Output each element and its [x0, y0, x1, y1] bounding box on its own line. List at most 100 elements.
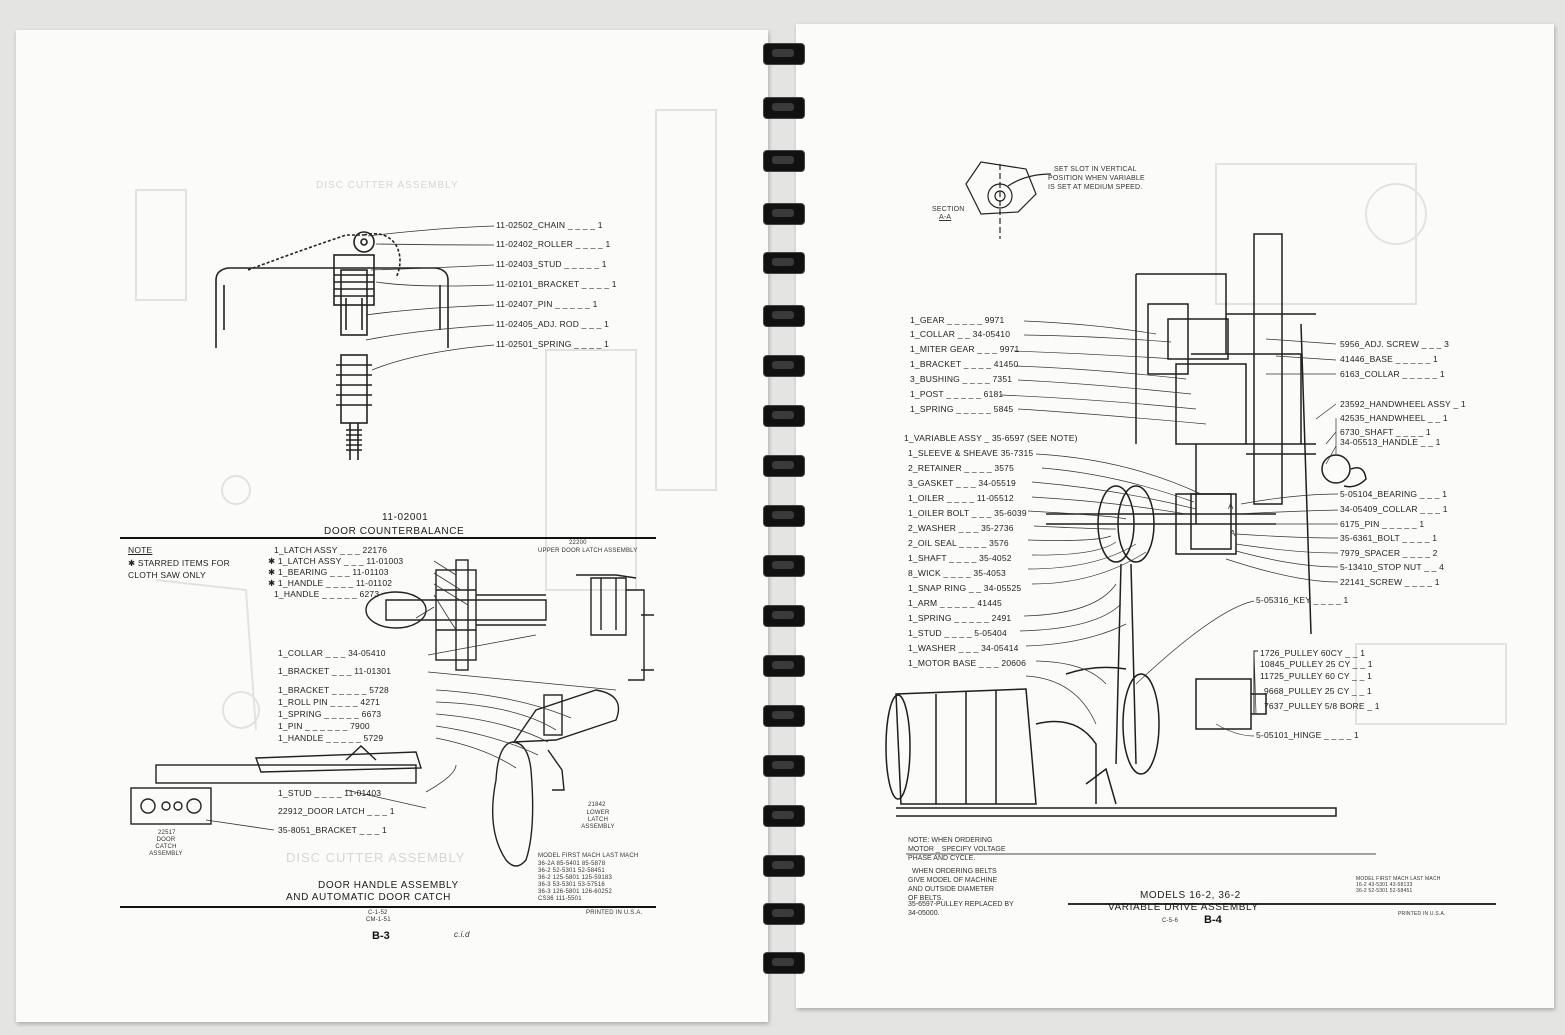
page-number: B-3 [372, 930, 390, 942]
handwritten-mark: c.i.d [454, 930, 470, 939]
part-label: ✱ 1_LATCH ASSY _ _ _ 11-01003 [268, 556, 404, 566]
model-row: 36-2 52-5301 52-58451 [538, 868, 605, 874]
binding-ring [763, 455, 805, 477]
note-line: MOTOR _ SPECIFY VOLTAGE [908, 846, 1006, 853]
part-label: 22141_SCREW _ _ _ _ 1 [1340, 577, 1440, 587]
section-label: SECTION [932, 206, 965, 213]
part-label: 1_SLEEVE & SHEAVE 35-7315 [908, 448, 1034, 458]
model-row: 36-2A 85-5401 85-5878 [538, 861, 606, 867]
left-page-b3: DISC CUTTER ASSEMBLY DISC CUTTER ASSEMBL… [16, 30, 768, 1022]
part-label: 35-6361_BOLT _ _ _ _ 1 [1340, 533, 1438, 543]
binding-ring [763, 903, 805, 925]
part-label: 1_COLLAR _ _ _ 34-05410 [278, 648, 386, 658]
page-title-line2: VARIABLE DRIVE ASSEMBLY [1108, 902, 1259, 913]
model-row: 16-2 43-5301 43-58133 [1356, 882, 1413, 888]
part-label: 5956_ADJ. SCREW _ _ _ 3 [1340, 339, 1450, 349]
binding-ring [763, 605, 805, 627]
part-label: 34-05513_HANDLE _ _ 1 [1340, 437, 1441, 447]
model-row: CS36 111-5501 [538, 896, 582, 902]
right-drawing [885, 161, 1507, 905]
model-row: 36-3 53-5301 53-57516 [538, 882, 605, 888]
printed-label: PRINTED IN U.S.A. [1398, 911, 1446, 917]
part-label: 1_SPRING _ _ _ _ _ 5845 [910, 404, 1014, 414]
part-label: 5-05104_BEARING _ _ _ 1 [1340, 489, 1448, 499]
printed-label: PRINTED IN U.S.A. [586, 910, 643, 916]
part-label: 5-05316_KEY _ _ _ _ 1 [1256, 595, 1349, 605]
part-label: 1_BRACKET _ _ _ 11-01301 [278, 666, 392, 676]
part-label: 2_OIL SEAL _ _ _ _ 3576 [908, 538, 1009, 548]
ghost-text: DISC CUTTER ASSEMBLY [316, 180, 459, 191]
part-label: 5-05101_HINGE _ _ _ _ 1 [1256, 730, 1359, 740]
model-header: MODEL FIRST MACH LAST MACH [1356, 876, 1441, 882]
part-label: 34-05409_COLLAR _ _ _ 1 [1340, 504, 1448, 514]
part-label: 1_STUD _ _ _ _ 5-05404 [908, 628, 1007, 638]
drawing-code: C-5-6 [1162, 918, 1179, 924]
binding-ring [763, 305, 805, 327]
part-label: 1_PIN _ _ _ _ _ _ 7900 [278, 721, 370, 731]
part-label: ✱ 1_BEARING _ _ _ 11-01103 [268, 567, 389, 577]
door-catch-code: 22517 [158, 830, 176, 836]
part-label: 11-02402_ROLLER _ _ _ _ 1 [496, 239, 611, 249]
part-label: 23592_HANDWHEEL ASSY _ 1 [1340, 399, 1466, 409]
binding-ring [763, 355, 805, 377]
note-line: AND OUTSIDE DIAMETER [908, 886, 994, 893]
part-label: 42535_HANDWHEEL _ _ 1 [1340, 413, 1448, 423]
part-label: 1_ROLL PIN _ _ _ _ 4271 [278, 697, 381, 707]
binding-ring [763, 952, 805, 974]
part-label: 1_SNAP RING _ _ 34-05525 [908, 583, 1022, 593]
part-label: 1_STUD _ _ _ _ 11-01403 [278, 788, 382, 798]
part-label: 1_SPRING _ _ _ _ _ 6673 [278, 709, 382, 719]
note-line: WHEN ORDERING BELTS [912, 868, 997, 875]
part-label: 1_SPRING _ _ _ _ _ 2491 [908, 613, 1012, 623]
model-header: MODEL FIRST MACH LAST MACH [538, 853, 639, 859]
part-label: 1_LATCH ASSY _ _ _ 22176 [274, 545, 388, 555]
binding-ring [763, 505, 805, 527]
section-mark: A [1230, 529, 1236, 538]
binding-ring [763, 705, 805, 727]
binding-ring [763, 655, 805, 677]
model-row: 36-2 52-5301 52-58451 [1356, 888, 1413, 894]
part-label: 41446_BASE _ _ _ _ _ 1 [1340, 354, 1438, 364]
note-line: IS SET AT MEDIUM SPEED. [1048, 184, 1143, 191]
lower-latch-code: 21842 [588, 802, 606, 808]
binding-ring [763, 805, 805, 827]
part-label: 1_WASHER _ _ _ 34-05414 [908, 643, 1019, 653]
part-label: 35-8051_BRACKET _ _ _ 1 [278, 825, 387, 835]
part-label: 6175_PIN _ _ _ _ _ 1 [1340, 519, 1425, 529]
page-number: B-4 [1204, 914, 1222, 926]
part-label: 11-02407_PIN _ _ _ _ _ 1 [496, 299, 598, 309]
part-label: 1_HANDLE _ _ _ _ _ 6273 [274, 589, 380, 599]
right-page-b4: SECTION A-A SET SLOT IN VERTICAL POSITIO… [796, 24, 1554, 1008]
binding-ring [763, 755, 805, 777]
binding-ring [763, 405, 805, 427]
model-row: 36-2 125-5801 125-59183 [538, 875, 612, 881]
part-label: 1726_PULLEY 60CY _ _ 1 [1260, 648, 1366, 658]
part-label: 11-02101_BRACKET _ _ _ _ 1 [496, 279, 617, 289]
left-drawing [120, 109, 717, 908]
part-label: 1_ARM _ _ _ _ _ 41445 [908, 598, 1002, 608]
upper-latch-label: UPPER DOOR LATCH ASSEMBLY [538, 548, 638, 554]
page-title-line1: MODELS 16-2, 36-2 [1140, 890, 1241, 901]
binding-ring [763, 555, 805, 577]
part-label: 22912_DOOR LATCH _ _ _ 1 [278, 806, 395, 816]
part-label: 1_BRACKET _ _ _ _ _ 5728 [278, 685, 389, 695]
page-title-line2: AND AUTOMATIC DOOR CATCH [286, 892, 451, 903]
part-label: 11-02405_ADJ. ROD _ _ _ 1 [496, 319, 610, 329]
door-catch-label: DOOR CATCH ASSEMBLY [149, 837, 183, 857]
part-label: 7979_SPACER _ _ _ _ 2 [1340, 548, 1438, 558]
part-label: 3_BUSHING _ _ _ _ 7351 [910, 374, 1013, 384]
variable-assy-label: 1_VARIABLE ASSY _ 35-6597 (SEE NOTE) [904, 433, 1078, 443]
section-mark: A [1228, 502, 1234, 511]
note-line: ✱ STARRED ITEMS FOR [128, 558, 230, 568]
ghost-text: DISC CUTTER ASSEMBLY [286, 850, 466, 865]
section-id: A-A [939, 214, 952, 221]
note-line: GIVE MODEL OF MACHINE [908, 877, 998, 884]
drawing-code: CM-1-51 [366, 917, 391, 923]
part-label: 5-13410_STOP NUT _ _ 4 [1340, 562, 1445, 572]
part-label: 11-02501_SPRING _ _ _ _ 1 [496, 339, 610, 349]
part-label: 1_BRACKET _ _ _ _ 41450 [910, 359, 1019, 369]
note-line: SET SLOT IN VERTICAL [1054, 166, 1137, 173]
note-line: NOTE: WHEN ORDERING [908, 837, 993, 844]
page-title-line1: DOOR HANDLE ASSEMBLY [318, 880, 459, 891]
part-label: 1_GEAR _ _ _ _ _ 9971 [910, 315, 1005, 325]
